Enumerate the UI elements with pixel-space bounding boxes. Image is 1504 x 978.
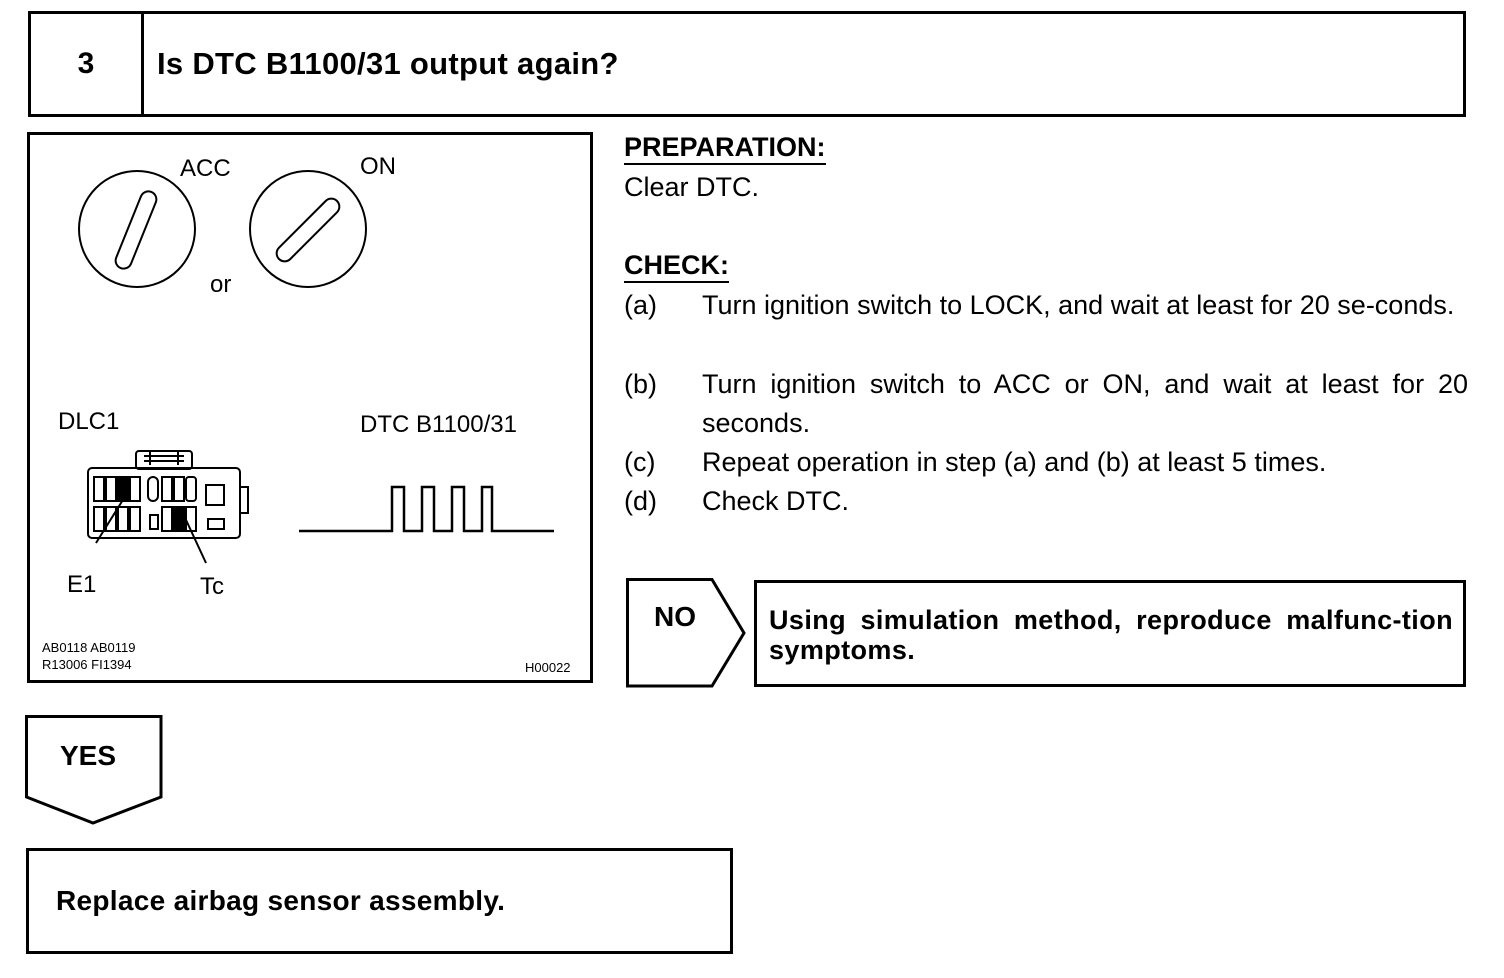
ref-codes-line1: AB0118 AB0119 xyxy=(42,640,136,655)
illustration-drawing xyxy=(78,170,554,564)
check-heading: CHECK: xyxy=(624,250,729,283)
ignition-switch-acc-icon xyxy=(78,170,196,288)
connector-label: DLC1 xyxy=(58,408,120,435)
step-number: 3 xyxy=(31,14,144,114)
no-label: NO xyxy=(654,601,696,632)
check-item-marker: (a) xyxy=(624,290,657,320)
check-item-text: Turn ignition switch to LOCK, and wait a… xyxy=(702,290,1455,320)
yes-result-box: Replace airbag sensor assembly. xyxy=(26,848,733,954)
terminal-e1-label: E1 xyxy=(67,571,97,598)
ignition-switch-on-icon xyxy=(249,170,367,288)
preparation-heading: PREPARATION: xyxy=(624,132,826,165)
ref-codes-line2: R13006 FI1394 xyxy=(42,657,132,672)
switch-on-label: ON xyxy=(360,153,396,180)
preparation-text: Clear DTC. xyxy=(624,172,760,202)
step-header: 3 Is DTC B1100/31 output again? xyxy=(28,11,1466,117)
check-item-text: Repeat operation in step (a) and (b) at … xyxy=(702,447,1327,477)
switch-acc-label: ACC xyxy=(180,155,231,182)
illustration-panel: ACC ON or DLC1 DTC B1100/31 E1 Tc AB0118… xyxy=(27,132,593,683)
yes-arrow-icon xyxy=(25,715,163,825)
check-item-marker: (d) xyxy=(624,486,657,516)
dtc-waveform-icon xyxy=(299,485,554,533)
waveform-label: DTC B1100/31 xyxy=(360,411,517,438)
no-result-text: Using simulation method, reproduce malfu… xyxy=(769,605,1453,665)
terminal-tc-label: Tc xyxy=(200,573,224,600)
yes-label: YES xyxy=(60,740,117,771)
check-item-text: Check DTC. xyxy=(702,486,850,516)
yes-result-text: Replace airbag sensor assembly. xyxy=(56,885,506,916)
no-arrow-icon xyxy=(626,578,746,688)
figure-code: H00022 xyxy=(525,660,571,675)
or-label: or xyxy=(210,271,232,298)
check-item-marker: (b) xyxy=(624,369,657,399)
dlc1-connector-icon xyxy=(87,450,249,564)
check-item-text: Turn ignition switch to ACC or ON, and w… xyxy=(702,369,1468,438)
no-result-box: Using simulation method, reproduce malfu… xyxy=(754,580,1466,687)
step-question: Is DTC B1100/31 output again? xyxy=(157,46,619,81)
check-item-marker: (c) xyxy=(624,447,656,477)
